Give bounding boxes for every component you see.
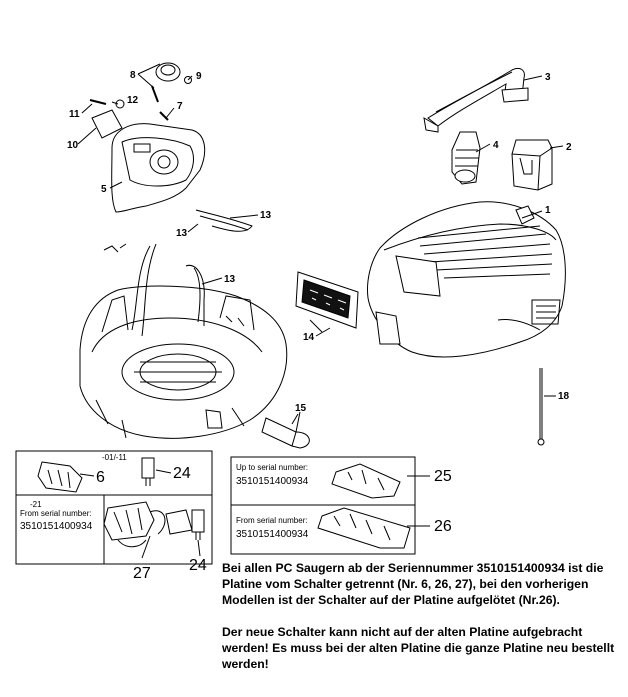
cover-plate-part (91, 109, 123, 139)
variant-bottom-label: -21 (30, 500, 42, 509)
callout-13-top: 13 (260, 210, 272, 221)
callout-1: 1 (545, 205, 551, 216)
relay-part-a (141, 457, 155, 486)
callout-15: 15 (295, 403, 307, 414)
callout-12: 12 (127, 95, 139, 106)
upto-serial-label: Up to serial number: (236, 463, 308, 472)
control-panel-part (111, 123, 206, 213)
upto-serial-number: 3510151400934 (236, 476, 309, 487)
housing-cover-part (367, 201, 566, 358)
internal-cable-part (103, 209, 253, 337)
part-25-label: 25 (434, 468, 452, 485)
variant-boxes (15, 450, 430, 565)
leader-lines (77, 63, 564, 425)
part-6-label: 6 (96, 469, 105, 486)
board-assembly-part (103, 501, 193, 548)
callout-14: 14 (303, 332, 315, 343)
handle-part (423, 67, 529, 133)
callout-2: 2 (566, 142, 572, 153)
from-serial-number: 3510151400934 (236, 529, 309, 540)
callout-4: 4 (493, 140, 499, 151)
switch-part (37, 461, 83, 493)
handle-holder-part (511, 139, 553, 191)
callout-3: 3 (545, 72, 551, 83)
callout-10: 10 (67, 140, 79, 151)
service-notes: Bei allen PC Saugern ab der Seriennummer… (222, 560, 626, 672)
callout-11: 11 (69, 109, 80, 120)
note-paragraph-2: Der neue Schalter kann nicht auf der alt… (222, 625, 615, 671)
power-plug-part (261, 411, 310, 449)
variant-top-label: -01/-11 (102, 453, 127, 462)
callout-5: 5 (101, 184, 107, 195)
pcb-new-part (317, 507, 411, 549)
relay-part-b (191, 509, 205, 540)
from-serial-label-right: From serial number: (236, 516, 308, 525)
part-24-top-label: 24 (173, 465, 191, 482)
callout-8: 8 (130, 70, 136, 81)
screws-part (89, 85, 169, 121)
part-26-label: 26 (434, 518, 452, 535)
base-housing-part (79, 285, 288, 439)
label-plate-part (295, 271, 359, 333)
from-serial-label-left: From serial number: (20, 509, 92, 518)
part-27-label: 27 (133, 565, 151, 582)
part-24-bottom-label: 24 (189, 557, 207, 574)
pcb-old-part (331, 463, 401, 499)
callout-7: 7 (177, 101, 183, 112)
callout-18: 18 (558, 391, 570, 402)
callout-13-left: 13 (176, 228, 188, 239)
knob-part (155, 62, 192, 84)
note-paragraph-1: Bei allen PC Saugern ab der Seriennummer… (222, 561, 604, 607)
callout-13-middle: 13 (224, 274, 236, 285)
serial-number-left: 3510151400934 (20, 521, 93, 532)
callout-9: 9 (196, 71, 202, 82)
filter-part (451, 131, 481, 185)
cable-part (537, 368, 556, 446)
